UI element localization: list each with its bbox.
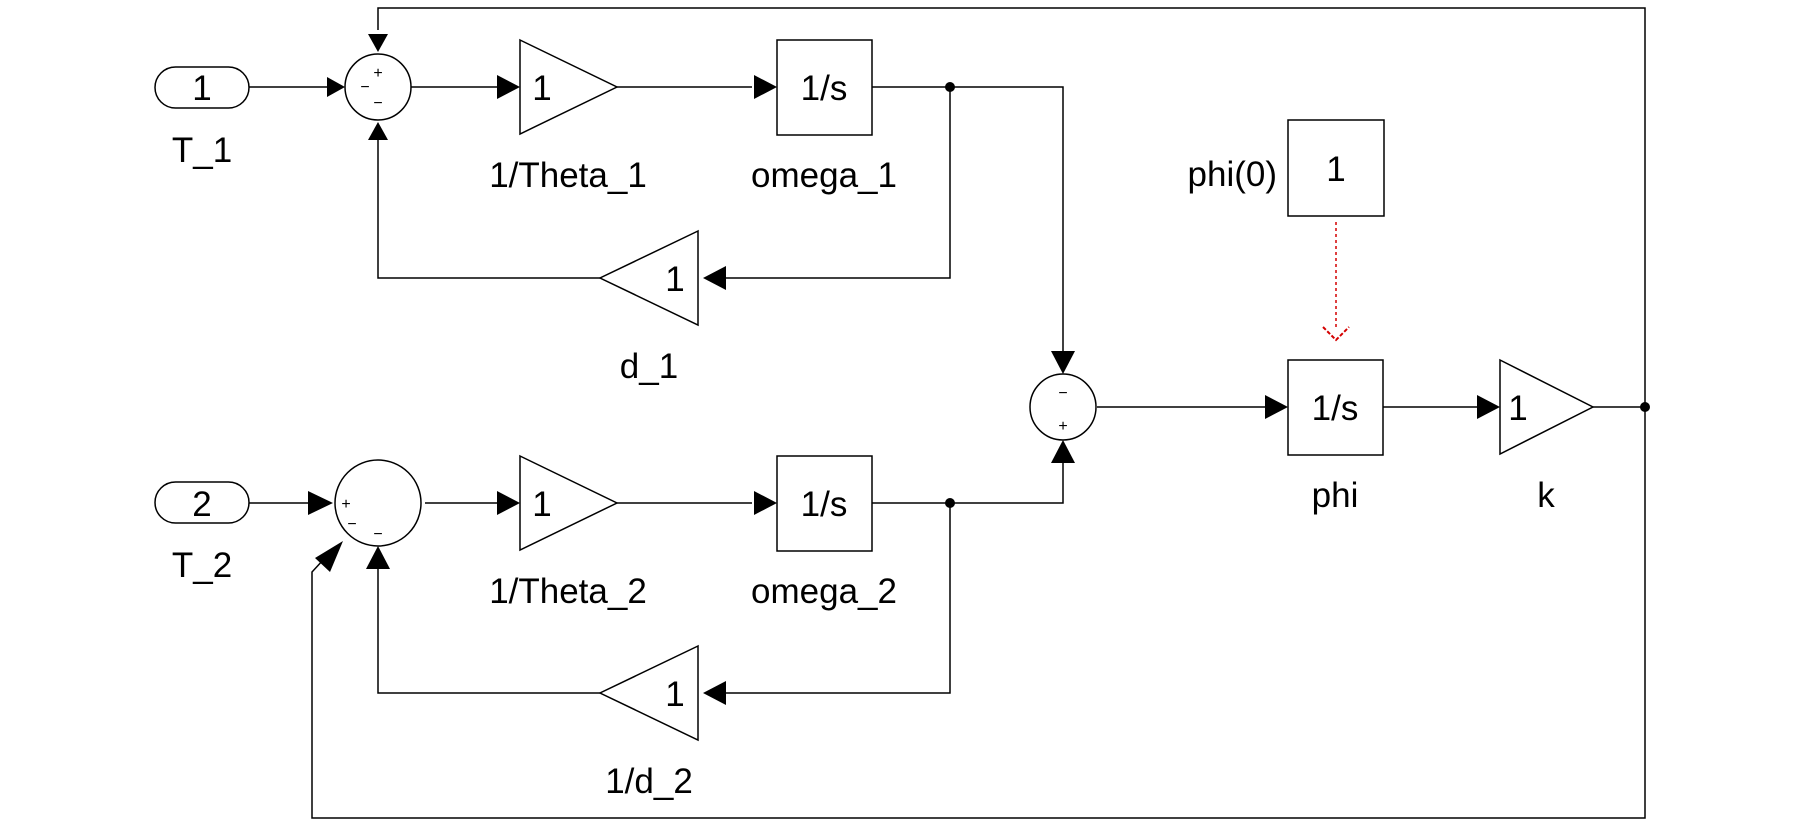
gain-d-1-name: d_1 (620, 347, 678, 386)
inport-2[interactable]: 2 (154, 481, 250, 524)
gain-inv-d-2-value: 1 (665, 675, 684, 714)
arrow-into-omega1 (754, 75, 777, 99)
integrator-phi[interactable]: 1/s (1287, 359, 1384, 456)
branch-point-k-out (1640, 402, 1650, 412)
signal-lines (249, 7, 1646, 819)
arrow-into-sum1-top (368, 34, 388, 52)
wire-omega1-branch (720, 87, 951, 279)
arrow-into-gain1 (497, 75, 520, 99)
integrator-omega-2[interactable]: 1/s (776, 455, 873, 552)
sum-1-sign-top: + (373, 65, 382, 82)
gain-inv-theta-2[interactable]: 1 (519, 454, 619, 552)
sum-2-sign-lower-left: − (347, 516, 356, 533)
gain-d-1[interactable]: 1 (598, 229, 699, 327)
gain-inv-theta-1-value: 1 (532, 69, 551, 108)
wire-omega2-branch (720, 503, 951, 694)
phi0-ic-chevron (1322, 326, 1350, 342)
integrator-omega-1-name: omega_1 (751, 156, 897, 195)
arrow-into-sum1-left (327, 77, 345, 97)
gain-k-value: 1 (1508, 389, 1527, 428)
arrow-into-gain2 (497, 491, 520, 515)
constant-phi0-name: phi(0) (1188, 155, 1277, 194)
integrator-omega-2-name: omega_2 (751, 572, 897, 611)
branch-point-omega2 (945, 498, 955, 508)
arrow-into-omega2 (754, 491, 777, 515)
inport-1-number: 1 (192, 69, 211, 108)
sum-2-sign-bottom: − (373, 526, 382, 543)
gain-inv-theta-1-name: 1/Theta_1 (489, 156, 647, 195)
wire-omega1-out (872, 86, 1064, 358)
inport-1[interactable]: 1 (154, 66, 250, 109)
initial-condition-link (1322, 222, 1350, 342)
integrator-omega-2-value: 1/s (801, 485, 848, 524)
branch-point-omega1 (945, 82, 955, 92)
integrator-phi-value: 1/s (1312, 389, 1359, 428)
arrow-into-sum2-bottom (366, 546, 390, 569)
branch-points (945, 82, 1650, 508)
inport-2-number: 2 (192, 485, 211, 524)
gain-k[interactable]: 1 (1499, 358, 1595, 456)
arrow-into-sum3-top (1051, 351, 1075, 374)
sum-3-sign-bottom: + (1058, 418, 1067, 435)
arrow-into-d1 (703, 266, 726, 290)
arrow-into-sum3-bottom (1051, 440, 1075, 463)
constant-phi0[interactable]: 1 (1287, 119, 1385, 217)
sum-block-1[interactable]: + − − (344, 53, 412, 121)
arrow-into-sum2-lower-left (315, 541, 343, 572)
sum-1-sign-bottom: − (373, 95, 382, 112)
wire-k-feedback-top (377, 7, 1646, 407)
inport-2-name: T_2 (172, 546, 232, 585)
integrator-omega-1-value: 1/s (801, 69, 848, 108)
gain-k-name: k (1537, 476, 1555, 515)
constant-phi0-value: 1 (1326, 150, 1345, 189)
arrowheads (308, 34, 1500, 705)
gain-inv-d-2[interactable]: 1 (598, 644, 699, 742)
arrow-into-phi (1265, 395, 1288, 419)
arrow-into-sum2-left (308, 491, 333, 515)
sum-2-sign-left: + (341, 496, 350, 513)
wire-k-feedback-bottom (311, 407, 1646, 819)
arrow-into-sum1-bottom (368, 122, 388, 140)
inport-1-name: T_1 (172, 131, 232, 170)
gain-inv-d-2-name: 1/d_2 (605, 762, 693, 801)
integrator-phi-name: phi (1312, 476, 1359, 515)
arrow-into-k (1477, 395, 1500, 419)
arrow-into-d2 (703, 681, 726, 705)
wire-d2-to-sum2 (377, 562, 600, 694)
sum-block-2[interactable]: + − − (334, 459, 422, 547)
wire-d1-to-sum1 (377, 138, 600, 279)
sum-block-3[interactable]: − + (1029, 373, 1097, 441)
gain-inv-theta-1[interactable]: 1 (519, 38, 619, 136)
gain-d-1-value: 1 (665, 260, 684, 299)
gain-inv-theta-2-name: 1/Theta_2 (489, 572, 647, 611)
sum-3-sign-top: − (1058, 385, 1067, 402)
wire-omega2-out (872, 462, 1064, 504)
gain-inv-theta-2-value: 1 (532, 485, 551, 524)
integrator-omega-1[interactable]: 1/s (776, 39, 873, 136)
sum-1-sign-left: − (360, 79, 369, 96)
